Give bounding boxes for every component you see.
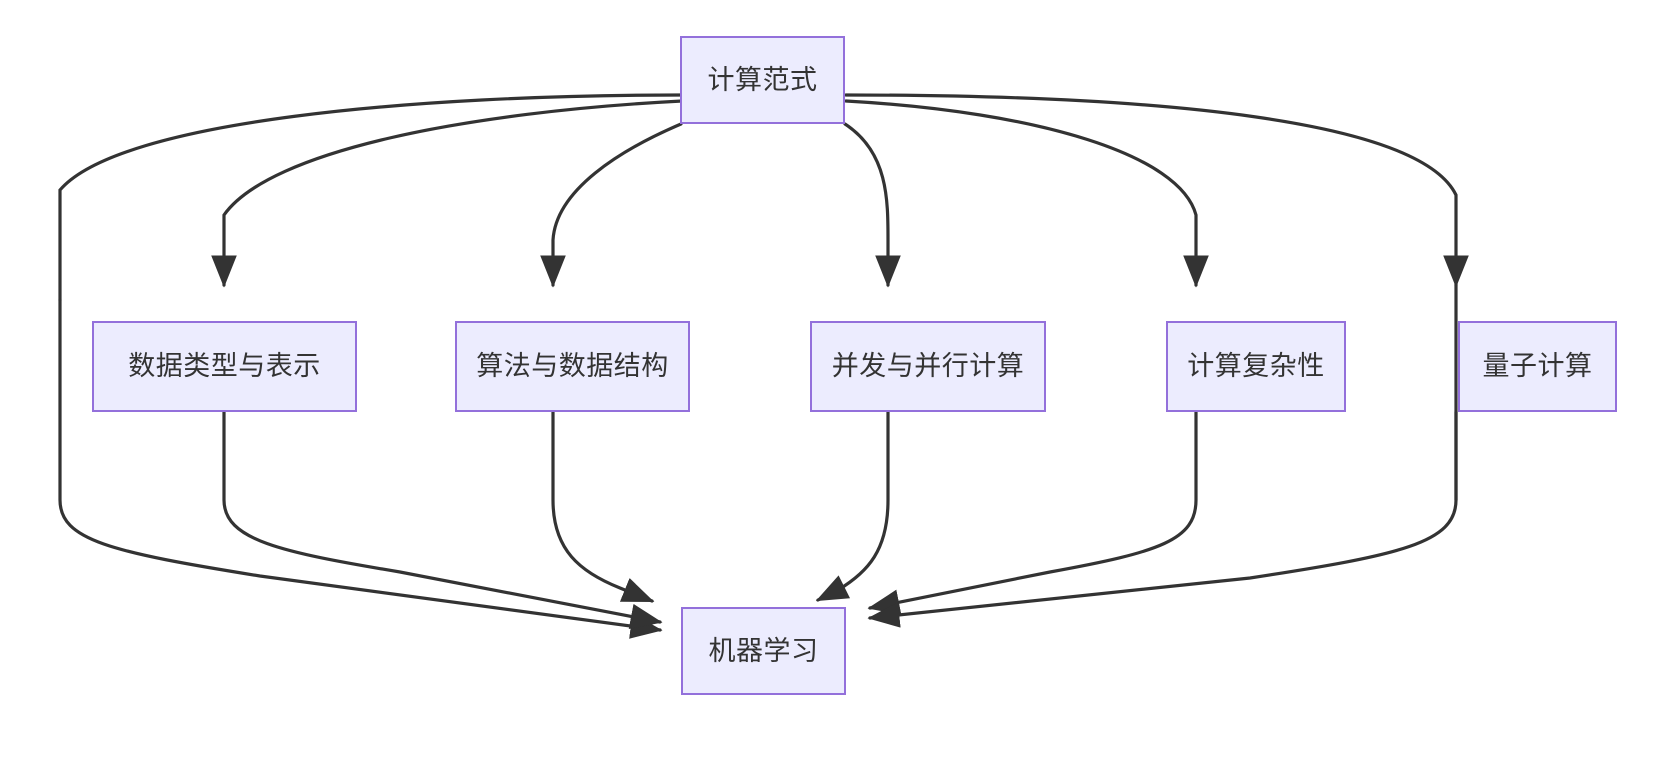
- node-sink[interactable]: 机器学习: [681, 607, 846, 695]
- edge-root-to-b5: [844, 93, 1469, 288]
- edge-b3-to-sink: [815, 410, 890, 602]
- node-branch-1-label: 数据类型与表示: [128, 351, 321, 381]
- edge-b2-to-sink: [551, 410, 655, 603]
- edge-root-to-b2: [540, 122, 683, 288]
- edge-b4-to-sink: [867, 410, 1198, 615]
- node-branch-2[interactable]: 算法与数据结构: [455, 321, 690, 412]
- edge-b1-left-to-sink: [58, 298, 663, 639]
- node-branch-4-label: 计算复杂性: [1187, 351, 1325, 381]
- node-sink-label: 机器学习: [708, 635, 819, 666]
- edge-b1-to-sink: [222, 410, 663, 630]
- node-branch-5[interactable]: 量子计算: [1458, 321, 1617, 412]
- edge-root-to-b1-arrow: [211, 99, 684, 288]
- node-branch-4[interactable]: 计算复杂性: [1166, 321, 1346, 412]
- edge-root-to-b4: [844, 99, 1209, 288]
- node-branch-1[interactable]: 数据类型与表示: [92, 321, 357, 412]
- node-branch-3-label: 并发与并行计算: [831, 351, 1025, 381]
- edge-root-to-b1: [58, 93, 682, 302]
- node-root[interactable]: 计算范式: [680, 36, 845, 124]
- node-branch-5-label: 量子计算: [1482, 351, 1593, 381]
- node-root-label: 计算范式: [707, 64, 818, 95]
- edge-root-to-b3: [843, 122, 901, 288]
- node-branch-3[interactable]: 并发与并行计算: [810, 321, 1046, 412]
- node-branch-2-label: 算法与数据结构: [476, 351, 669, 381]
- edge-b5-to-sink: [867, 283, 1458, 628]
